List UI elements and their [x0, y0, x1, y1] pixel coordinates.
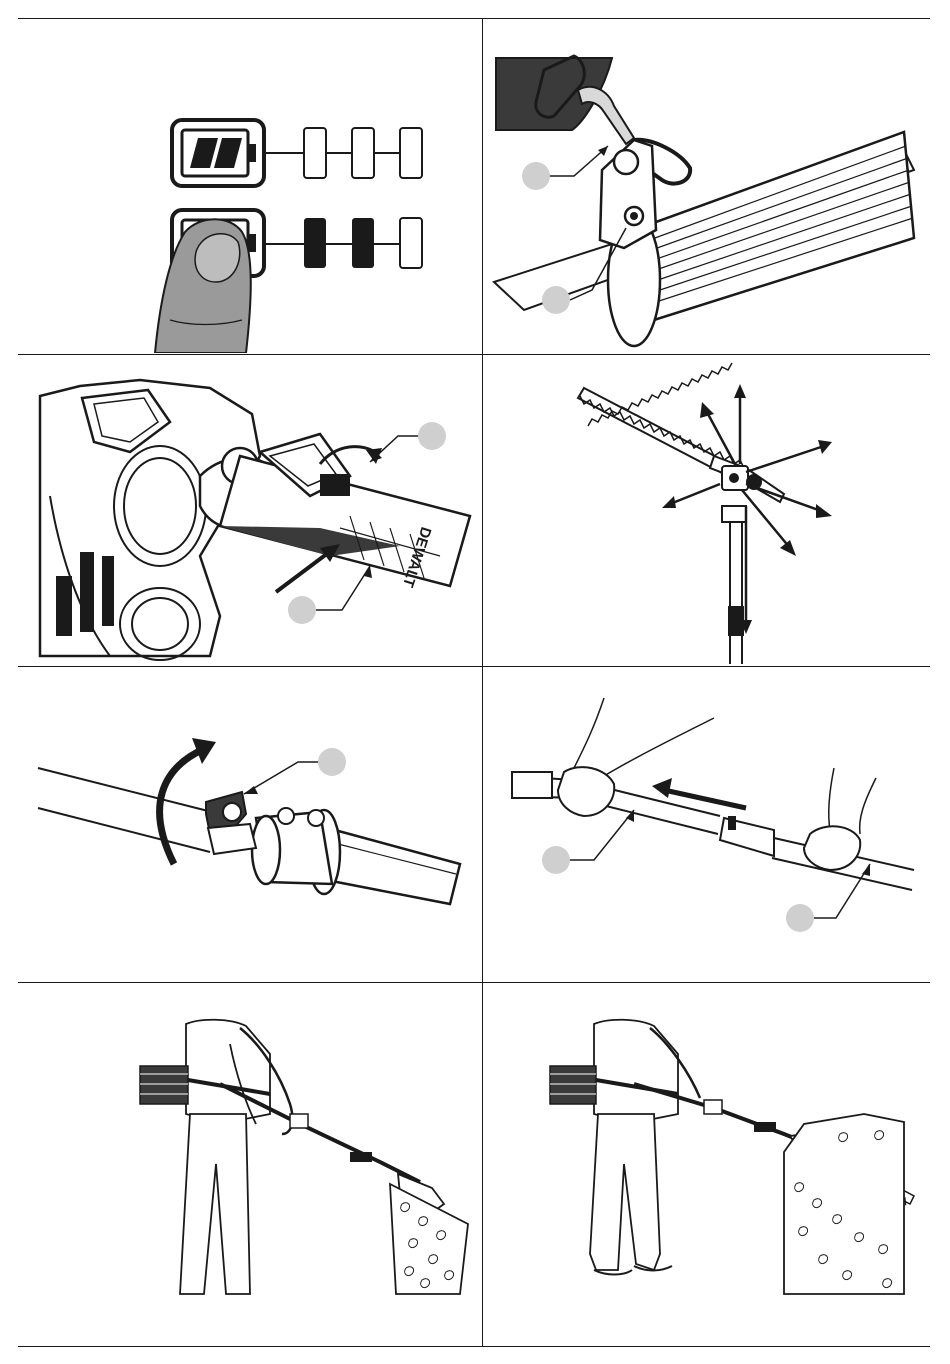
operator-legs — [590, 1114, 660, 1270]
rotate-arrow — [160, 748, 206, 864]
battery-gauge-illustration — [20, 20, 480, 353]
callout-circle-lever — [288, 596, 316, 624]
led-indicator-1-off — [304, 128, 326, 178]
panel-operator-low-cut — [20, 984, 480, 1344]
inner-tube — [38, 768, 220, 852]
right-hand-gripping — [804, 826, 860, 870]
backpack-power-unit — [140, 1066, 188, 1104]
callout-circle-screw — [542, 286, 570, 314]
led-indicator-5-on — [352, 218, 374, 268]
led-indicator-4-on — [304, 218, 326, 268]
collar-illustration — [20, 668, 480, 980]
operator-torso — [186, 1020, 270, 1124]
panel-operator-side-cut — [484, 984, 930, 1344]
panel-head-angle-lever: DEWALT — [20, 356, 480, 664]
backpack-power-unit — [550, 1066, 596, 1104]
panel-head-articulation — [484, 356, 930, 664]
lock-button — [320, 474, 350, 496]
articulation-illustration — [484, 356, 930, 664]
panel-battery-fuel-gauge — [20, 20, 480, 353]
frame-line-row-1 — [18, 354, 930, 355]
callout-circle-collar-lever — [318, 748, 346, 776]
operator-legs — [180, 1114, 250, 1294]
led-indicator-3-off — [400, 128, 422, 178]
callout-circle-lock-button — [418, 422, 446, 450]
callout-circle-outer-pole — [786, 904, 814, 932]
frame-line-row-2 — [18, 666, 930, 667]
push-arrow — [276, 550, 332, 592]
extension-pole-illustration — [484, 668, 930, 980]
tool-pole — [220, 1084, 420, 1182]
panel-extension-collar — [20, 668, 480, 980]
frame-line-center — [482, 18, 483, 1346]
led-indicator-2-off — [352, 128, 374, 178]
callout-circle-inner-pole — [542, 846, 570, 874]
frame-line-bottom — [18, 1346, 930, 1347]
operator-side-cut-illustration — [484, 984, 930, 1344]
strap-hook-illustration — [484, 20, 930, 353]
led-indicator-6-off — [400, 218, 422, 268]
left-hand-gripping — [558, 767, 614, 816]
operator-torso — [594, 1020, 678, 1124]
shaft-tube — [634, 132, 914, 320]
callout-circle-strap — [522, 162, 550, 190]
frame-line-top — [18, 18, 930, 19]
operator-low-cut-illustration — [20, 984, 480, 1344]
panel-shoulder-strap-hook — [484, 20, 930, 353]
angle-lever-illustration: DEWALT — [20, 356, 480, 664]
frame-line-row-3 — [18, 982, 930, 983]
panel-extension-pole — [484, 668, 930, 980]
pole-shaft — [730, 522, 742, 664]
